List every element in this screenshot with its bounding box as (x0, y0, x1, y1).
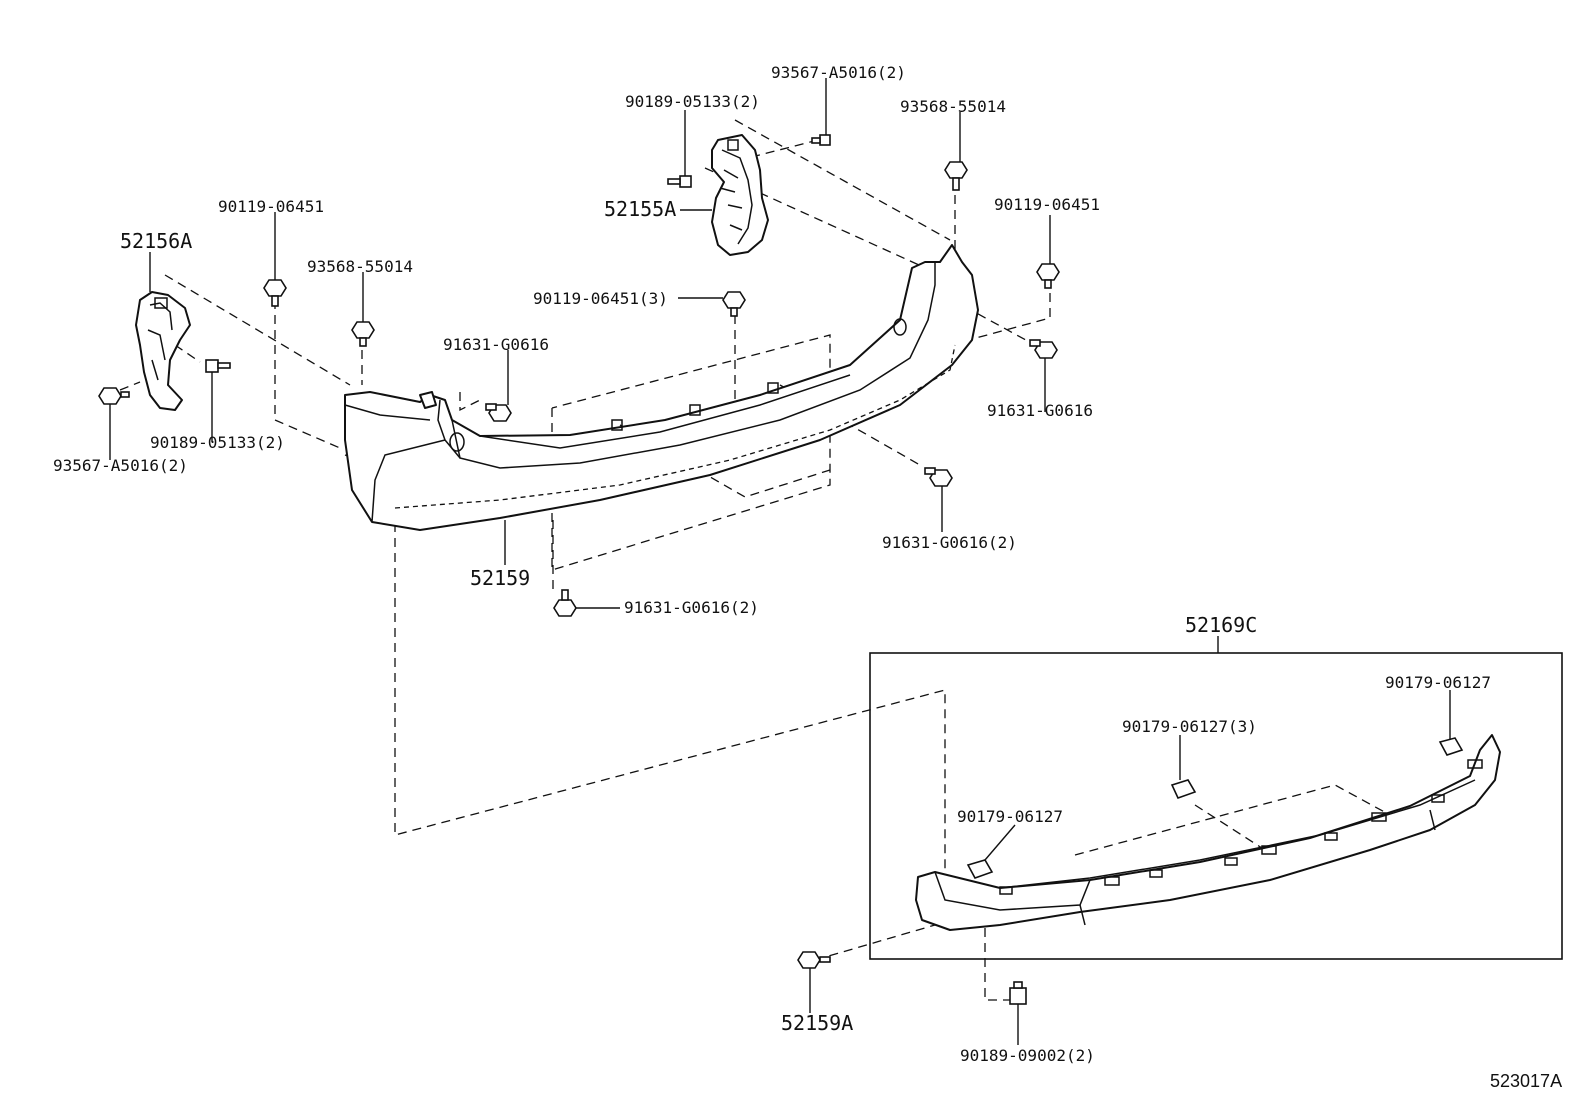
part-label: 93567-A5016(2) (771, 63, 906, 82)
bolt-icon (722, 291, 746, 317)
part-label: 93568-55014 (900, 97, 1006, 116)
bolt-icon (924, 467, 953, 487)
bracket-52156a (135, 291, 191, 411)
bolt-icon (553, 589, 577, 617)
part-label: 90179-06127(3) (1122, 717, 1257, 736)
bolt-icon (797, 951, 831, 969)
part-label: 52159 (470, 566, 530, 590)
part-label: 90119-06451 (218, 197, 324, 216)
part-label: 52156A (120, 229, 192, 253)
part-label: 90119-06451(3) (533, 289, 668, 308)
clip-fasteners (966, 737, 1464, 879)
bolt-icon (485, 403, 512, 422)
part-label: 91631-G0616(2) (882, 533, 1017, 552)
part-label: 52155A (604, 197, 676, 221)
screw-icon (205, 359, 231, 373)
part-label: 90119-06451 (994, 195, 1100, 214)
screw-icon (667, 175, 692, 188)
part-label: 93568-55014 (307, 257, 413, 276)
part-label: 91631-G0616 (443, 335, 549, 354)
leader-lines (109, 78, 1451, 1045)
part-label: 52159A (781, 1011, 853, 1035)
nut-icon (1009, 981, 1027, 1005)
part-labels: 93567-A5016(2) 90189-05133(2) 93568-5501… (53, 63, 1562, 1091)
part-label: 93567-A5016(2) (53, 456, 188, 475)
part-label: 91631-G0616 (987, 401, 1093, 420)
bolt-icon (1029, 339, 1058, 359)
part-label: 90189-05133(2) (150, 433, 285, 452)
part-label: 90189-09002(2) (960, 1046, 1095, 1065)
bolt-icon (1036, 263, 1060, 289)
lower-spoiler-52169c (915, 734, 1501, 931)
screw-icon (811, 134, 831, 146)
bolt-icon (351, 321, 375, 347)
figure-id: 523017A (1490, 1071, 1562, 1091)
part-label: 52169C (1185, 613, 1257, 637)
part-label: 91631-G0616(2) (624, 598, 759, 617)
rear-bumper-52159 (344, 244, 979, 531)
part-label: 90179-06127 (1385, 673, 1491, 692)
part-label: 90179-06127 (957, 807, 1063, 826)
screw-fasteners (98, 134, 1060, 1005)
part-label: 90189-05133(2) (625, 92, 760, 111)
bolt-icon (263, 279, 287, 307)
bracket-52155a (711, 134, 769, 256)
bolt-icon (98, 387, 130, 405)
bolt-icon (944, 161, 968, 191)
assembly-box-52169c (869, 652, 1563, 960)
